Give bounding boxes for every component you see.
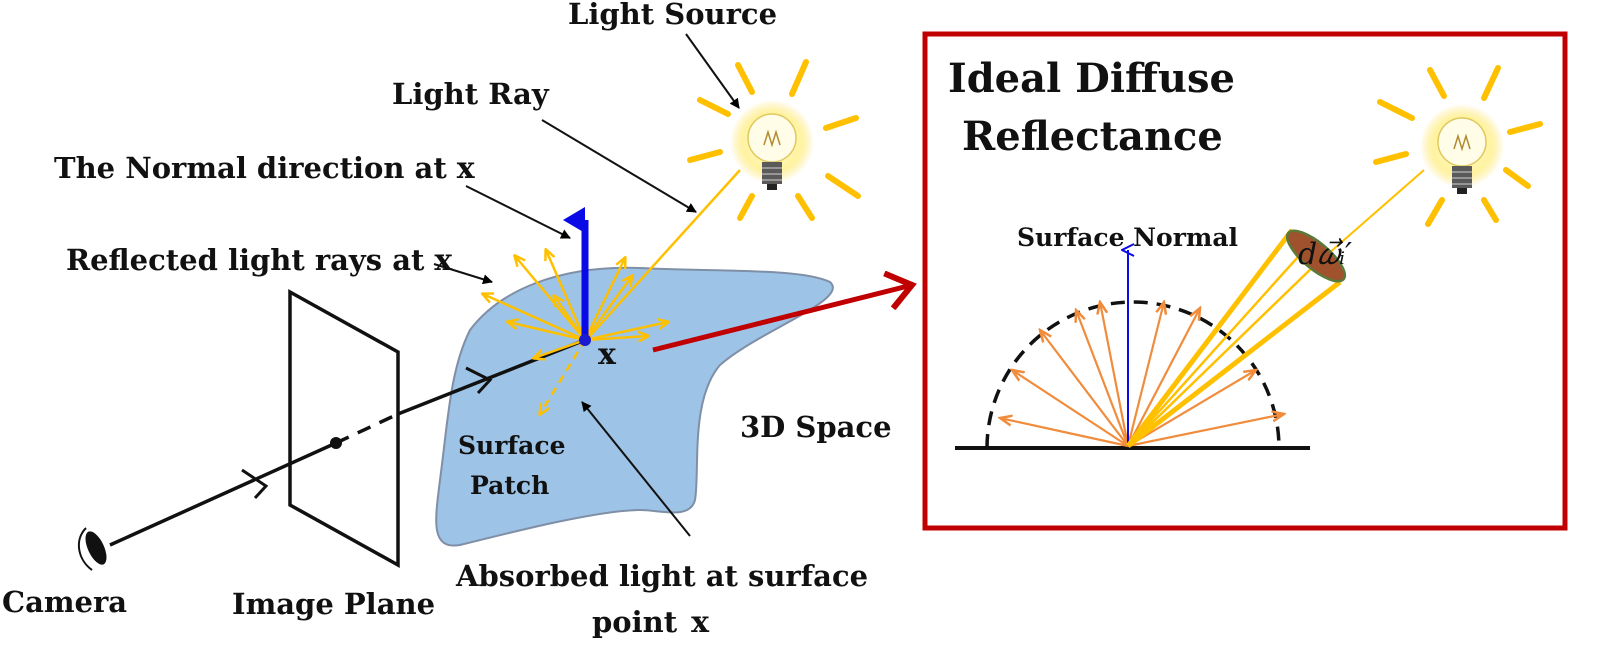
ray-direction-chevron-1 <box>241 468 269 500</box>
reflected-ray <box>583 276 632 341</box>
inset-light-bulb-icon <box>1373 65 1543 227</box>
inset-ray <box>1126 302 1164 447</box>
inset-ray <box>1012 370 1129 447</box>
surface-patch <box>435 266 834 547</box>
image-plane <box>288 289 400 568</box>
reflected-ray <box>584 322 668 342</box>
inset-label-surface-normal: Surface Normal <box>1017 223 1238 252</box>
reflected-ray <box>515 256 586 341</box>
camera-ray-dashed <box>335 412 399 445</box>
inset-ray <box>1040 330 1129 447</box>
label-image-plane: Image Plane <box>232 587 435 621</box>
inset-ray <box>1127 414 1284 448</box>
inset-label-solid-angle: d𝜔⃗ᵢ′ <box>1298 237 1352 272</box>
light-bulb-icon <box>687 59 861 221</box>
leader-absorbed <box>581 401 691 537</box>
zoom-arrow <box>652 285 912 353</box>
leader-normal <box>465 185 571 239</box>
inset-ray <box>1100 302 1130 447</box>
inset-reflected-rays <box>1000 302 1284 448</box>
absorbed-ray <box>540 339 587 414</box>
reflected-ray <box>554 296 587 341</box>
reflected-ray <box>534 338 586 358</box>
ray-direction-chevron-2 <box>465 366 493 395</box>
inset-title-line2: Reflectance <box>962 113 1223 160</box>
label-3d-space: 3D Space <box>740 410 892 444</box>
inset-ray <box>1127 308 1200 447</box>
inset-ray <box>1000 418 1129 448</box>
inset-ray <box>1127 370 1256 447</box>
reflected-ray <box>483 294 586 342</box>
inset-hemisphere <box>985 300 1281 449</box>
leader-light-source <box>685 33 740 109</box>
leader-reflected <box>433 263 493 285</box>
label-surface-patch-line2: Patch <box>470 471 549 500</box>
point-x-marker <box>579 334 591 346</box>
inset-title-line1: Ideal Diffuse <box>948 55 1235 102</box>
leader-light-ray <box>541 119 697 213</box>
inset-light-cone <box>1126 169 1425 448</box>
label-absorbed-line1: Absorbed light at surface <box>455 559 868 593</box>
label-light-source: Light Source <box>568 0 777 31</box>
label-camera: Camera <box>2 585 127 619</box>
label-point-x: x <box>598 337 617 372</box>
reflected-rays <box>483 250 668 414</box>
reflected-ray <box>508 322 586 342</box>
camera-ray-segment-2 <box>397 338 586 416</box>
label-light-ray: Light Ray <box>392 77 550 111</box>
label-surface-patch-line1: Surface <box>458 431 565 460</box>
camera-eye-icon <box>77 527 107 571</box>
camera-ray-segment-1 <box>109 441 337 547</box>
incident-light-ray <box>587 169 741 339</box>
reflected-ray <box>546 250 587 341</box>
reflected-ray <box>583 258 625 341</box>
reflected-ray <box>584 336 648 340</box>
solid-angle-disc <box>1285 229 1347 283</box>
image-plane-hit-point <box>330 437 342 449</box>
inset-ray <box>1076 310 1130 447</box>
